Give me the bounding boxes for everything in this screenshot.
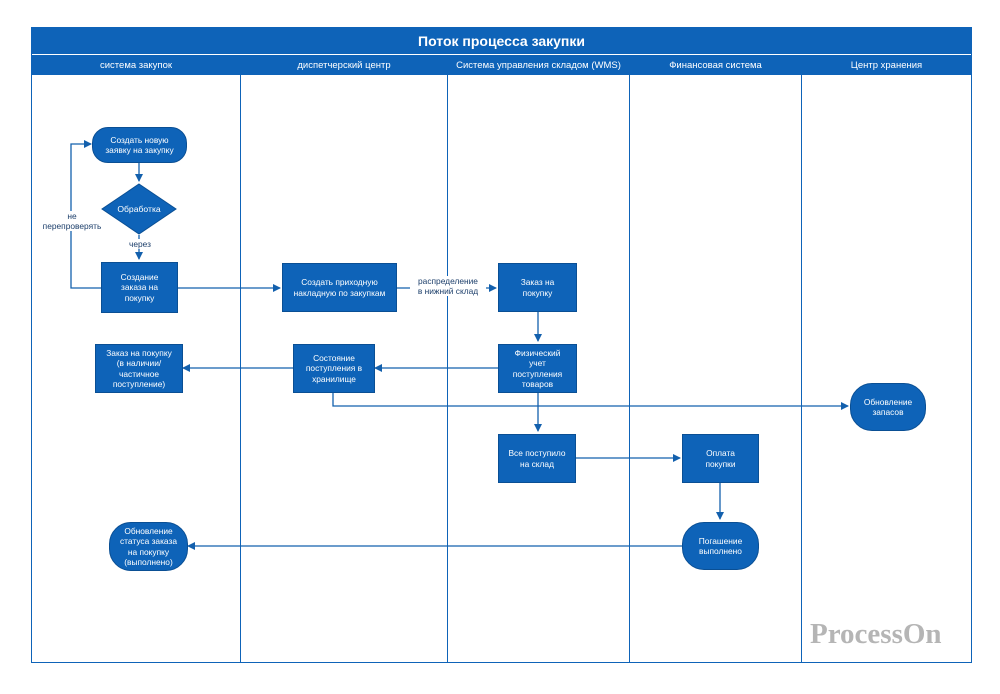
node-create-receipt: Создать приходную накладную по закупкам: [282, 263, 397, 312]
lane-divider: [801, 55, 802, 663]
node-create-po: Создание заказа на покупку: [101, 262, 178, 313]
edge-status-to-stock: [332, 393, 849, 410]
edge-label-recheck: не перепроверять: [40, 211, 104, 231]
lane-divider: [447, 55, 448, 663]
node-po-partial: Заказ на покупку (в наличии/ частичное п…: [95, 344, 183, 393]
lane-divider: [629, 55, 630, 663]
edge-label-distribution: распределение в нижний склад: [410, 276, 486, 296]
node-payment: Оплата покупки: [682, 434, 759, 483]
node-purchase-order-wms: Заказ на покупку: [498, 263, 577, 312]
node-all-received: Все поступило на склад: [498, 434, 576, 483]
decision-diamond: [101, 183, 177, 235]
watermark-logo: ProcessOn: [810, 618, 942, 650]
node-processing: Обработка: [117, 204, 161, 214]
lane-header-storage: Центр хранения: [802, 55, 971, 75]
node-update-stock: Обновление запасов: [850, 383, 926, 431]
node-update-status: Обновление статуса заказа на покупку (вы…: [109, 522, 188, 571]
node-create-request: Создать новую заявку на закупку: [92, 127, 187, 163]
diagram-title: Поток процесса закупки: [31, 27, 972, 54]
node-physical-receipt: Физический учет поступления товаров: [498, 344, 577, 393]
edge-label-pass: через: [125, 239, 155, 249]
node-receipt-status: Состояние поступления в хранилище: [293, 344, 375, 393]
node-repayment-done: Погашение выполнено: [682, 522, 759, 570]
lane-divider: [240, 55, 241, 663]
